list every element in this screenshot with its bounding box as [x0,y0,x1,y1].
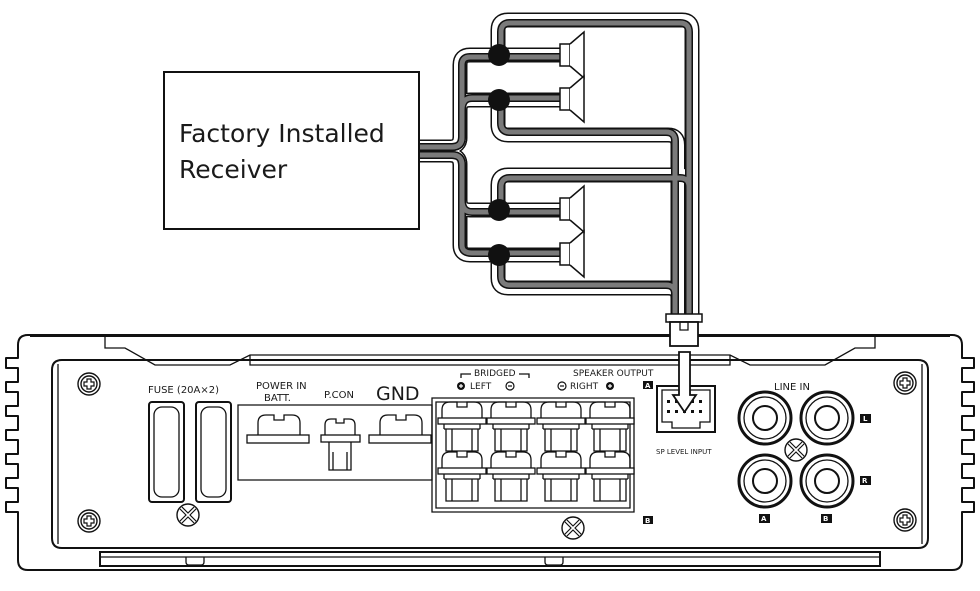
svg-text:L: L [863,415,868,423]
splice-dot [488,199,510,221]
splice-dot [488,44,510,66]
batt-label: BATT. [264,393,291,404]
svg-text:A: A [761,515,767,523]
pcon-terminal[interactable] [320,418,361,471]
gnd-label: GND [376,383,420,405]
badge-b: B [643,516,653,525]
bridged-label: BRIDGED [474,369,516,379]
screw-icon [77,372,101,396]
speaker-wires [420,12,700,318]
speaker-output-label: SPEAKER OUTPUT [573,369,654,379]
rca-la[interactable] [737,390,793,446]
receiver-label-line2: Receiver [179,155,288,184]
arrow-down-icon [671,351,698,414]
svg-text:B: B [645,517,650,525]
batt-terminal[interactable] [246,414,310,444]
splice-dot [488,89,510,111]
fuse-2[interactable] [195,401,232,503]
svg-text:B: B [823,515,828,523]
sp-level-input-label: SP LEVEL INPUT [656,448,712,456]
speaker-2 [559,75,585,123]
factory-receiver: Factory Installed Receiver [163,71,420,230]
svg-text:R: R [862,477,868,485]
speaker-4 [559,230,585,278]
badge-l: L [860,414,871,423]
rca-lb[interactable] [799,390,855,446]
gnd-terminal[interactable] [368,414,432,444]
right-label: RIGHT [570,382,599,392]
rca-rb[interactable] [799,453,855,509]
screw-icon [77,509,101,533]
speaker-terminals[interactable] [437,401,635,502]
screw-x-icon [560,515,586,541]
fuse-label: FUSE (20A×2) [148,385,219,396]
fuse-release-x-icon [175,502,201,528]
rca-ra[interactable] [737,453,793,509]
screw-icon [893,508,917,532]
fuse-1[interactable] [148,401,185,503]
badge-r: R [860,476,871,485]
harness-plug [665,313,703,347]
badge-a: A [643,381,653,390]
amplifier: FUSE (20A×2) POWER IN BATT. P.CON GND [5,313,975,571]
screw-x-icon [783,437,809,463]
badge-line-a: A [759,514,770,523]
power-in-label: POWER IN [256,381,307,392]
pcon-label: P.CON [324,390,354,401]
line-in-label: LINE IN [774,382,810,393]
speaker-1 [559,31,585,79]
badge-line-b: B [821,514,832,523]
receiver-label-line1: Factory Installed [179,119,385,148]
screw-icon [893,371,917,395]
splice-dot [488,244,510,266]
left-label: LEFT [470,382,492,392]
speaker-3 [559,185,585,233]
svg-text:A: A [645,382,651,390]
